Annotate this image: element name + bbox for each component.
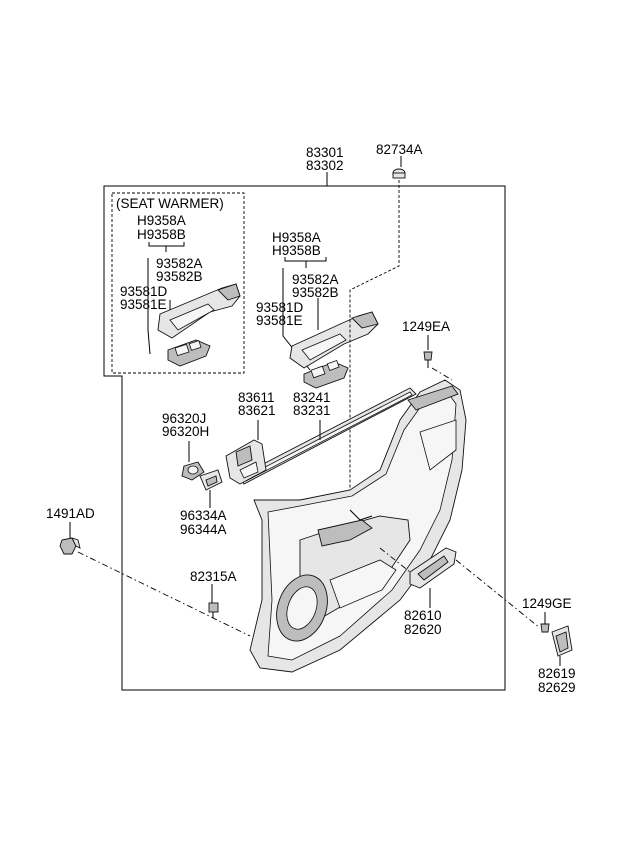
label-83611: 83611 xyxy=(238,390,275,405)
label-82315A: 82315A xyxy=(190,569,237,584)
label-83302: 83302 xyxy=(306,158,344,173)
label-sw-93581d: 93581D xyxy=(120,284,168,299)
label-seat-warmer: (SEAT WARMER) xyxy=(116,196,224,211)
tweeter-96320 xyxy=(181,461,205,481)
power-window-switch xyxy=(303,359,349,389)
dash-1491AD xyxy=(77,551,251,637)
clip-1491AD xyxy=(59,537,81,555)
sw-switch-bezel xyxy=(157,283,241,339)
dash-1249GE xyxy=(455,559,541,629)
label-82610: 82610 xyxy=(404,608,442,623)
leader-sw-h9358 xyxy=(148,242,185,252)
label-83231: 83231 xyxy=(293,403,331,418)
assembly-outline xyxy=(103,185,506,691)
label-83301: 83301 xyxy=(306,145,344,160)
label-93582b: 93582B xyxy=(292,285,339,300)
seat-warmer-box xyxy=(111,192,245,374)
label-82629: 82629 xyxy=(538,680,576,695)
clip-82315A xyxy=(208,602,219,618)
handle-cover xyxy=(551,625,573,657)
label-82619: 82619 xyxy=(538,666,576,681)
label-83241: 83241 xyxy=(293,390,331,405)
label-h9358b: H9358B xyxy=(272,243,321,258)
label-93581e: 93581E xyxy=(256,313,303,328)
label-sw-93581e: 93581E xyxy=(120,297,167,312)
label-1491AD: 1491AD xyxy=(46,506,95,521)
dash-1249EA xyxy=(431,367,453,381)
label-sw-93582b: 93582B xyxy=(156,269,203,284)
screw-1249GE xyxy=(540,623,550,633)
leader-sw-93582 xyxy=(147,258,151,355)
sw-switch-unit xyxy=(167,339,211,367)
label-sw-h9358a: H9358A xyxy=(137,213,186,228)
label-96320J: 96320J xyxy=(162,411,206,426)
leader-h9358 xyxy=(284,257,327,268)
screw-1249EA xyxy=(423,351,433,368)
label-96334A: 96334A xyxy=(180,508,227,523)
label-1249EA: 1249EA xyxy=(402,319,450,334)
label-83621: 83621 xyxy=(238,403,276,418)
label-1249GE: 1249GE xyxy=(522,596,572,611)
label-sw-93582a: 93582A xyxy=(156,256,203,271)
inner-handle-bracket xyxy=(225,439,267,485)
inside-handle xyxy=(409,547,457,589)
door-trim-panel xyxy=(249,379,467,673)
label-h9358a: H9358A xyxy=(272,230,321,245)
dash-handle xyxy=(379,547,411,573)
label-93581d: 93581D xyxy=(256,300,304,315)
switch-bezel xyxy=(289,311,379,369)
clip-82734A xyxy=(392,168,406,179)
label-93582a: 93582A xyxy=(292,272,339,287)
tweeter-bracket xyxy=(199,469,223,491)
label-96320H: 96320H xyxy=(162,424,209,439)
label-96344A: 96344A xyxy=(180,522,227,537)
label-82734A: 82734A xyxy=(376,142,423,157)
label-82620: 82620 xyxy=(404,622,442,637)
dash-82734A xyxy=(349,180,400,530)
label-sw-h9358b: H9358B xyxy=(137,227,186,242)
